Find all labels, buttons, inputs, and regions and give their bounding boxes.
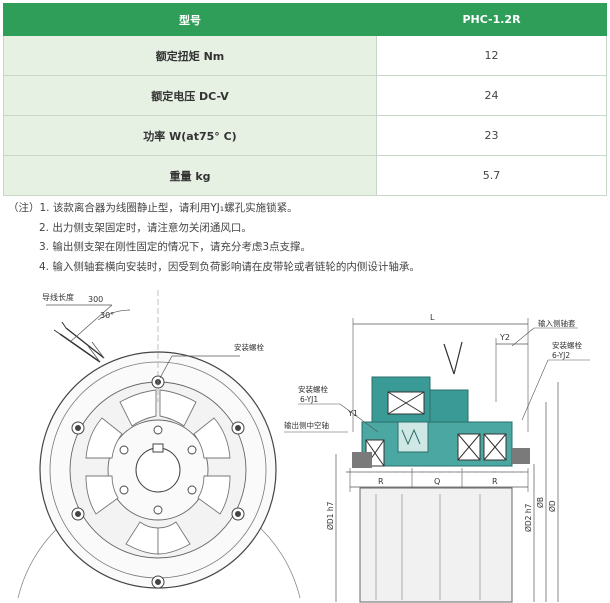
yj1-label: 6-YJ1 <box>300 395 318 404</box>
dim-L: L <box>430 313 435 322</box>
front-view <box>17 290 301 599</box>
dim-R2: R <box>492 477 498 486</box>
left-bolt-label: 安装螺栓 <box>298 384 328 394</box>
input-sleeve-label: 输入侧轴套 <box>538 318 576 328</box>
row-value: 12 <box>376 35 607 76</box>
row-label: 额定电压 DC-V <box>3 75 377 116</box>
dim-D: ØD <box>548 500 557 512</box>
row-label: 重量 kg <box>3 155 377 196</box>
note-3: 3. 输出侧支架在刚性固定的情况下，请充分考虑3点支撑。 <box>39 241 312 253</box>
dim-D1: ØD1 h7 <box>326 501 335 530</box>
technical-drawing: 导线长度 300 30° 安装螺栓 <box>17 290 590 603</box>
row-value: 23 <box>376 115 607 156</box>
spec-table: 型号 PHC-1.2R 额定扭矩 Nm 12 额定电压 DC-V 24 功率 W… <box>3 3 607 196</box>
row-value: 24 <box>376 75 607 116</box>
yj2-label: 6-YJ2 <box>552 351 570 360</box>
note-1: （注）1. 该款离合器为线圈静止型，请利用YJ₁螺孔实施锁紧。 <box>8 202 298 214</box>
lead-length: 300 <box>88 295 103 304</box>
spec-header-row: 型号 PHC-1.2R <box>3 3 607 36</box>
angle-label: 30° <box>100 311 114 320</box>
lead-wire-label: 导线长度 <box>42 292 74 302</box>
side-view <box>284 318 590 603</box>
dim-Y2: Y2 <box>499 333 510 342</box>
dim-Q: Q <box>434 477 440 486</box>
note-2: 2. 出力侧支架固定时，请注意勿关闭通风口。 <box>39 221 252 234</box>
dim-Y1: Y1 <box>347 409 358 418</box>
top-bolt-label: 安装螺栓 <box>552 340 582 350</box>
spec-row-voltage: 额定电压 DC-V 24 <box>3 75 607 116</box>
row-value: 5.7 <box>376 155 607 196</box>
row-label: 功率 W(at75° C) <box>3 115 377 156</box>
header-model: PHC-1.2R <box>376 3 607 36</box>
notes: （注）1. 该款离合器为线圈静止型，请利用YJ₁螺孔实施锁紧。 2. 出力侧支架… <box>8 199 420 277</box>
row-label: 额定扭矩 Nm <box>3 35 377 76</box>
output-hollow-label: 输出侧中空轴 <box>284 420 329 430</box>
dim-R1: R <box>378 477 384 486</box>
header-label: 型号 <box>3 3 377 36</box>
notes-prefix: （注） <box>8 202 40 214</box>
note-4: 4. 输入侧轴套横向安装时，因受到负荷影响请在皮带轮或者链轮的内侧设计轴承。 <box>39 260 420 273</box>
front-bolt-label: 安装螺栓 <box>234 342 264 352</box>
spec-row-weight: 重量 kg 5.7 <box>3 155 607 196</box>
spec-row-torque: 额定扭矩 Nm 12 <box>3 35 607 76</box>
dim-B: ØB <box>536 497 545 508</box>
spec-row-power: 功率 W(at75° C) 23 <box>3 115 607 156</box>
dim-D2: ØD2 h7 <box>524 503 533 532</box>
